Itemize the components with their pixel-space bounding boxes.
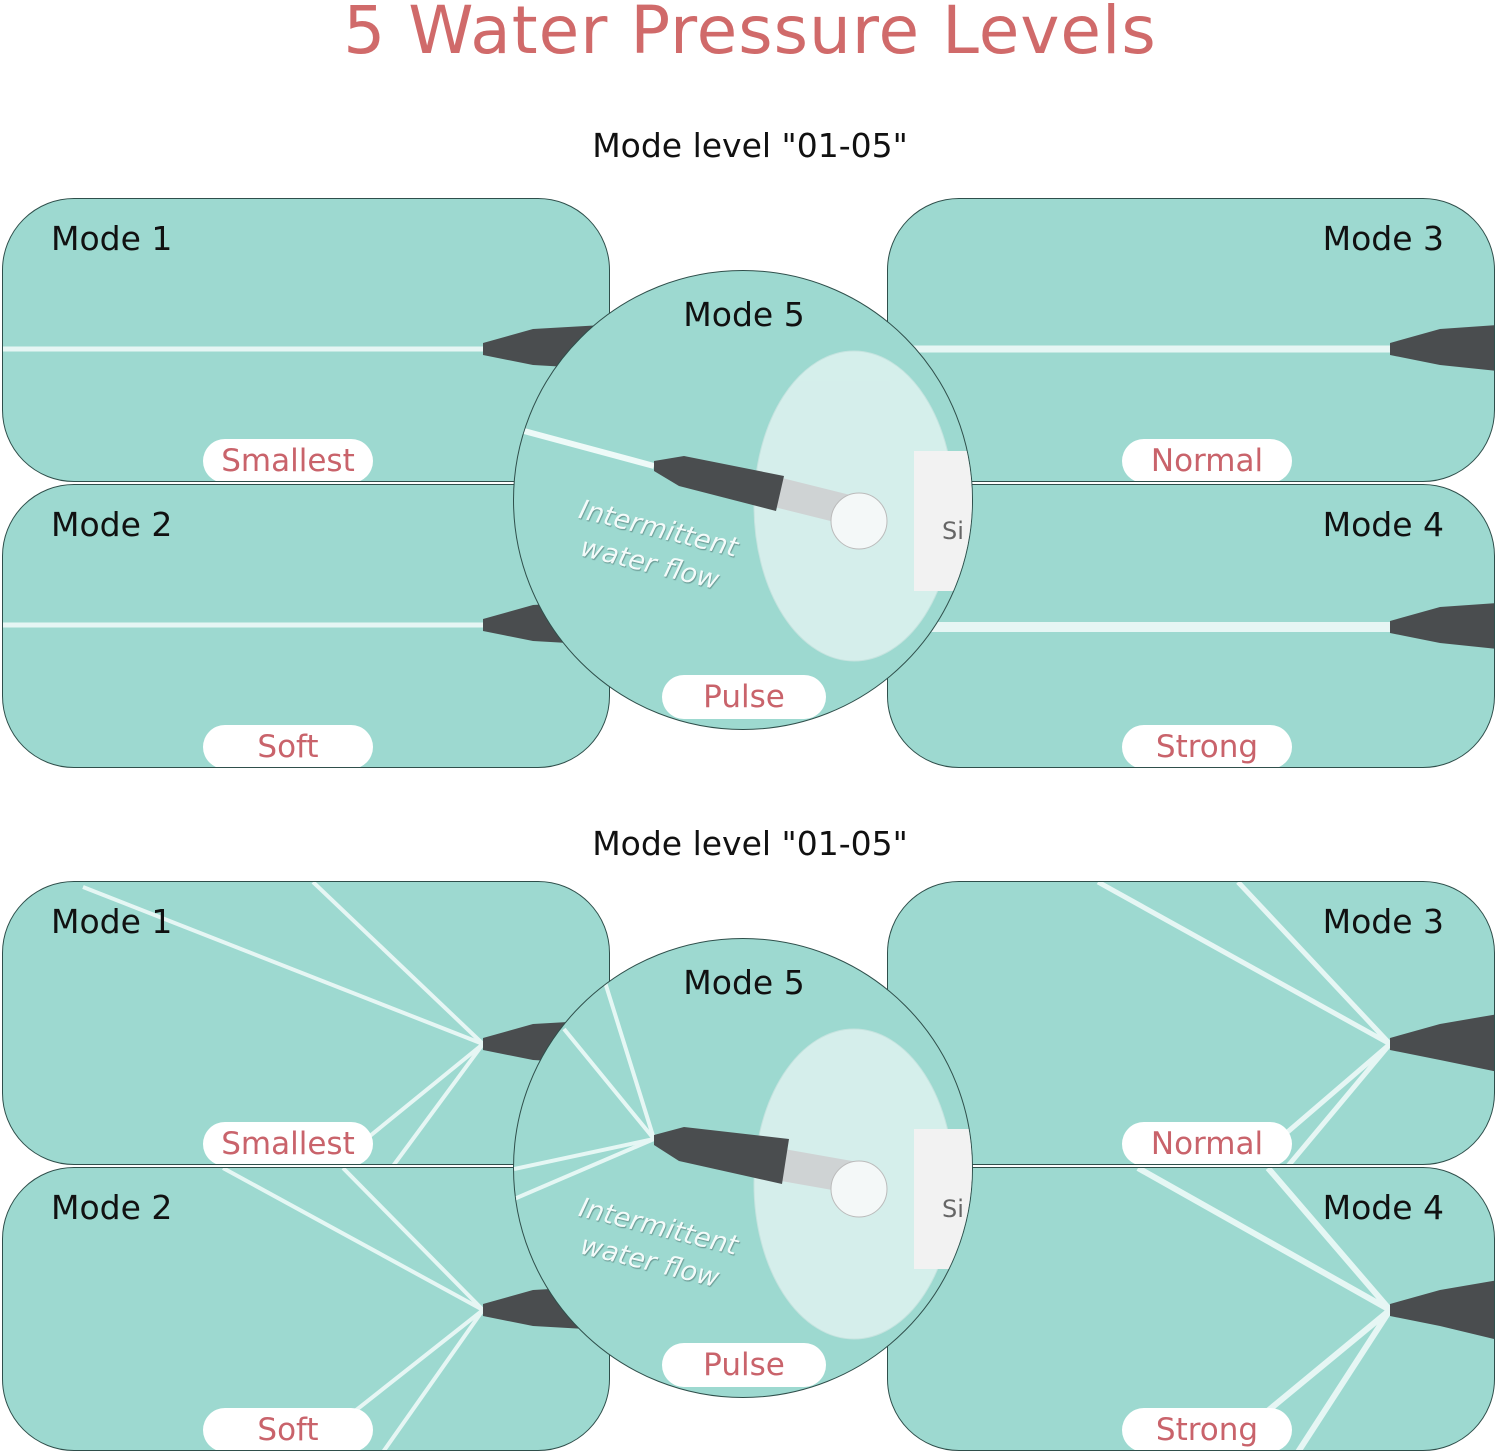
mode-title: Mode 2	[51, 1188, 173, 1227]
mode-label: Soft	[203, 1408, 373, 1450]
mode-5-circle: Mode 5 Intermittent water flow Si Pulse	[513, 270, 973, 730]
section-subtitle: Mode level "01-05"	[592, 824, 908, 863]
device-side-text: Si	[942, 517, 964, 545]
mode-title: Mode 1	[51, 902, 173, 941]
straight-jet-nozzle-icon	[888, 603, 1494, 649]
mode-1-panel: Mode 1 Smallest	[2, 881, 610, 1165]
mode-label: Soft	[203, 725, 373, 767]
mode-label: Pulse	[662, 1343, 826, 1387]
mode-label: Strong	[1122, 725, 1292, 767]
mode-title: Mode 5	[683, 295, 805, 334]
section-subtitle: Mode level "01-05"	[592, 126, 908, 165]
mode-title: Mode 2	[51, 505, 173, 544]
mode-3-panel: Mode 3 Normal	[887, 198, 1495, 482]
page-title: 5 Water Pressure Levels	[343, 0, 1157, 69]
mode-label: Pulse	[662, 675, 826, 719]
mode-title: Mode 1	[51, 219, 173, 258]
mode-label: Normal	[1122, 1122, 1292, 1164]
mode-1-panel: Mode 1 Smallest	[2, 198, 610, 482]
mode-3-panel: Mode 3 Normal	[887, 881, 1495, 1165]
mode-5-circle: Mode 5 Intermittent water flow Si Pulse	[513, 938, 973, 1398]
mode-label: Normal	[1122, 439, 1292, 481]
mode-label: Smallest	[203, 439, 373, 481]
suction-cup-nozzle-icon	[514, 978, 972, 1340]
suction-cup-nozzle-icon	[523, 350, 972, 662]
mode-title: Mode 3	[1322, 902, 1444, 941]
mode-title: Mode 4	[1322, 1188, 1444, 1227]
mode-label: Smallest	[203, 1122, 373, 1164]
mode-2-panel: Mode 2 Soft	[2, 1167, 610, 1451]
straight-jet-nozzle-icon	[888, 325, 1494, 371]
mode-4-panel: Mode 4 Strong	[887, 484, 1495, 768]
mode-4-panel: Mode 4 Strong	[887, 1167, 1495, 1451]
mode-title: Mode 5	[683, 963, 805, 1002]
mode-label: Strong	[1122, 1408, 1292, 1450]
mode-title: Mode 4	[1322, 505, 1444, 544]
device-side-text: Si	[942, 1195, 964, 1223]
mode-title: Mode 3	[1322, 219, 1444, 258]
